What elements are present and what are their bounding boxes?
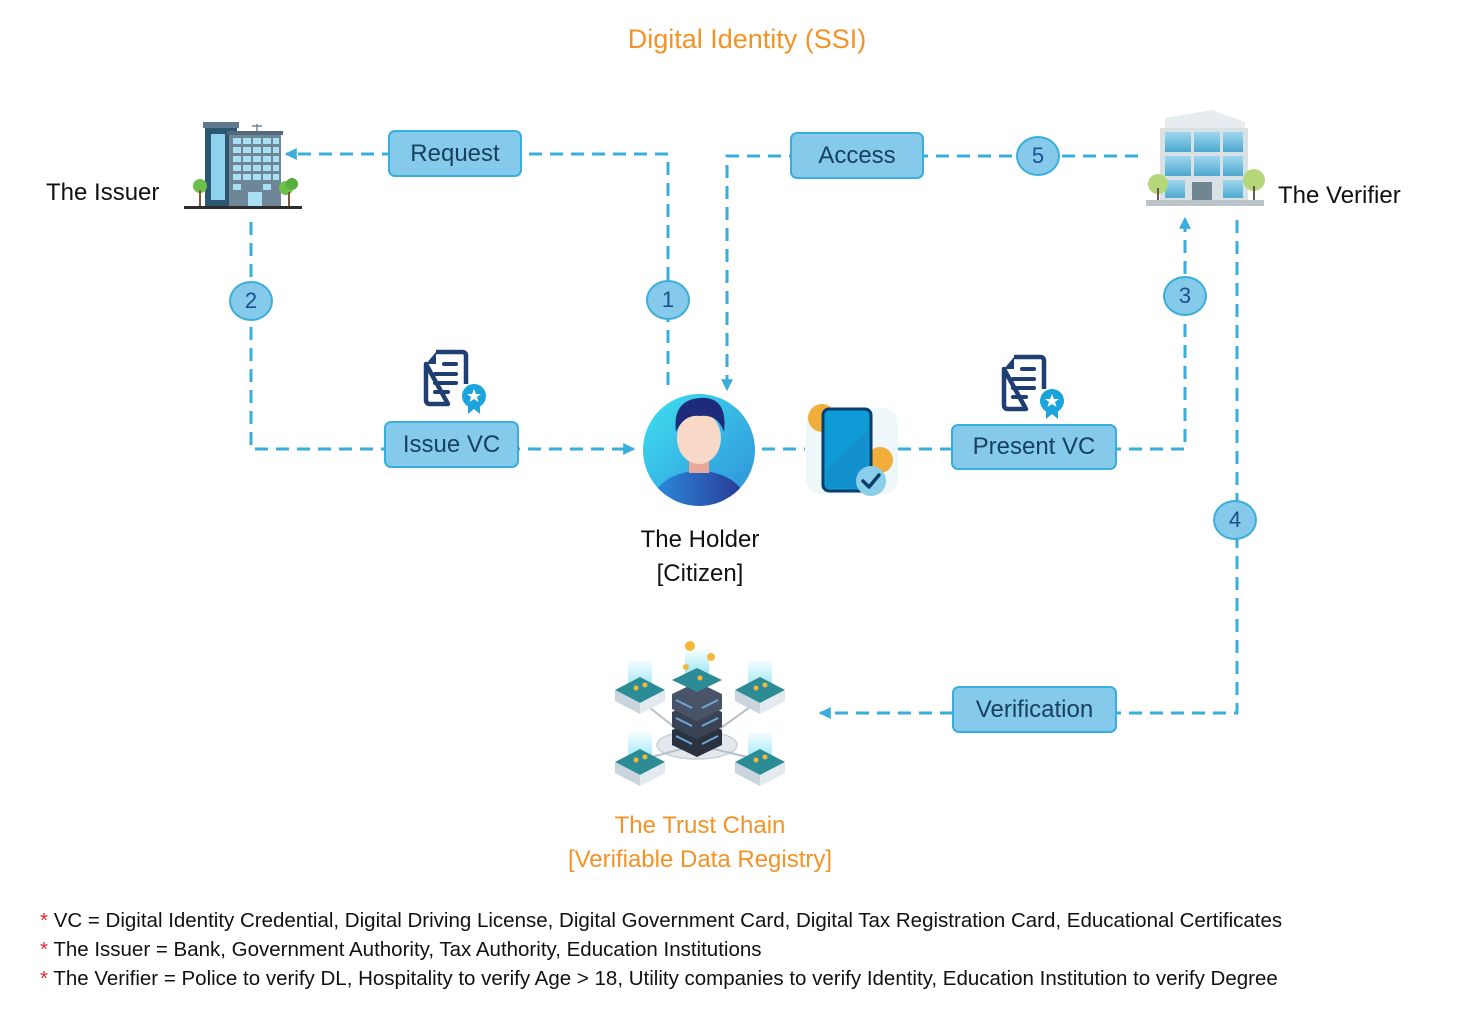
footnotes: * VC = Digital Identity Credential, Digi… <box>40 906 1282 993</box>
server-stack <box>672 641 722 757</box>
holder-label-line2: [Citizen] <box>656 560 744 587</box>
mobile-wallet-check-icon <box>806 404 898 496</box>
footnote-text: The Issuer = Bank, Government Authority,… <box>53 938 762 961</box>
holder-label-line1: The Holder <box>640 526 760 553</box>
trust-chain-label: The Trust Chain [Verifiable Data Registr… <box>500 809 900 877</box>
certificate-document-icon <box>1001 354 1064 419</box>
network-node <box>615 730 665 786</box>
network-node <box>735 658 785 714</box>
footnote-issuer: * The Issuer = Bank, Government Authorit… <box>40 935 1282 964</box>
connector-issue-vc <box>249 222 636 455</box>
request-action: Request <box>388 130 522 177</box>
issuer-label: The Issuer <box>46 179 160 206</box>
issue-vc-action: Issue VC <box>384 421 519 468</box>
trust-chain-label-line1: The Trust Chain <box>614 812 786 839</box>
present-vc-action: Present VC <box>951 424 1117 470</box>
verification-action: Verification <box>952 686 1117 733</box>
step-badge-2: 2 <box>229 281 273 321</box>
footnote-vc: * VC = Digital Identity Credential, Digi… <box>40 906 1282 935</box>
trust-chain-label-line2: [Verifiable Data Registry] <box>567 846 833 873</box>
glass-office-building-icon <box>1146 110 1265 206</box>
network-node <box>735 730 785 786</box>
network-node <box>615 658 665 714</box>
verifier-label: The Verifier <box>1278 182 1401 209</box>
footnote-marker: * <box>40 967 48 990</box>
blockchain-network-icon <box>615 641 785 786</box>
user-avatar-icon <box>643 394 755 506</box>
footnote-verifier: * The Verifier = Police to verify DL, Ho… <box>40 964 1282 993</box>
footnote-marker: * <box>40 938 48 961</box>
step-badge-3: 3 <box>1163 276 1207 316</box>
footnote-text: VC = Digital Identity Credential, Digita… <box>53 909 1283 932</box>
connector-present-vc <box>898 216 1191 451</box>
step-badge-5: 5 <box>1016 136 1060 176</box>
holder-label: The Holder [Citizen] <box>600 523 800 591</box>
office-building-icon <box>184 122 302 209</box>
footnote-marker: * <box>40 909 48 932</box>
step-badge-4: 4 <box>1213 500 1257 540</box>
access-action: Access <box>790 132 924 179</box>
connector-request <box>284 148 670 385</box>
connector-access <box>721 154 1138 392</box>
step-badge-1: 1 <box>646 280 690 320</box>
connector-verification <box>818 220 1239 719</box>
certificate-document-icon <box>423 349 486 414</box>
footnote-text: The Verifier = Police to verify DL, Hosp… <box>53 967 1278 990</box>
diagram-title: Digital Identity (SSI) <box>627 24 867 54</box>
